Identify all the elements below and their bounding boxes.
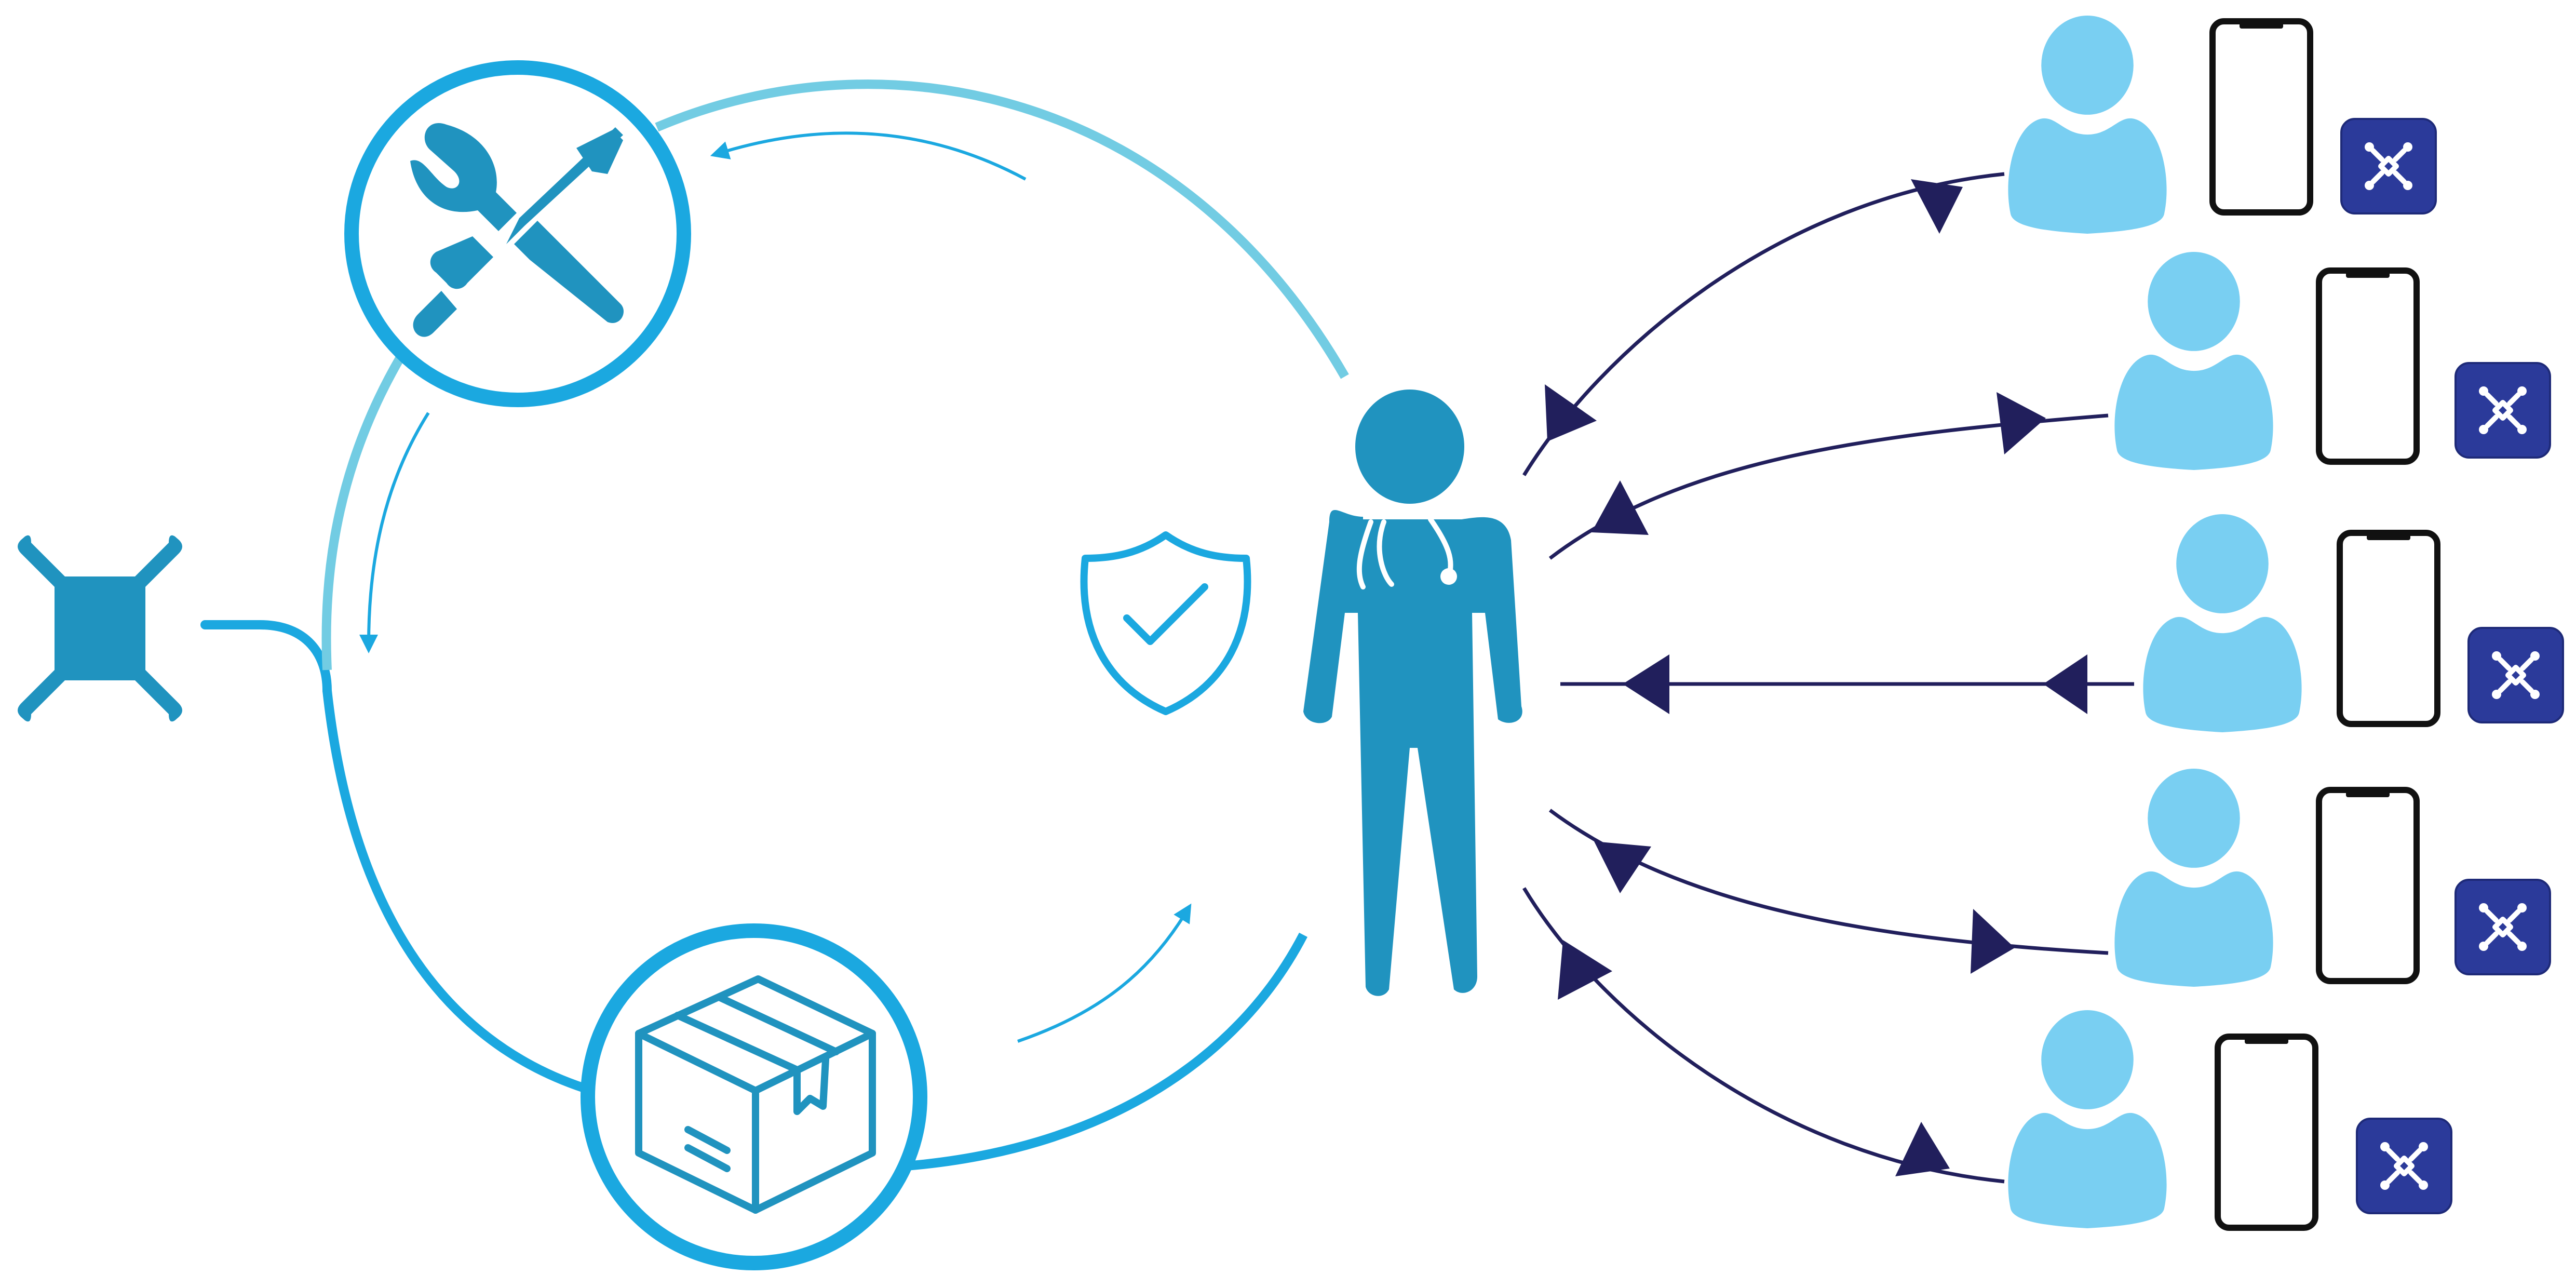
tools-node [344,60,691,407]
flow-arrow-top [710,131,1027,181]
flow-arrow-left [359,412,430,653]
cycle-arc-top [655,79,1349,379]
smartphone-icon [2319,790,2417,981]
link-arrowheads [1545,179,2087,1176]
person-icon [2143,514,2302,732]
patient-link-2 [1548,413,2109,560]
doctor-stethoscope-icon [1303,390,1522,996]
person-icon [2114,769,2273,987]
package-node [581,923,927,1270]
smartphone-icon [2218,1037,2315,1228]
patient-links [1522,172,2134,1184]
shield-check-icon [1080,531,1251,715]
patient-row-1 [2008,16,2436,234]
cross-logo-icon [18,535,182,722]
smartphone-icon [2213,21,2310,212]
person-icon [2008,1010,2167,1228]
patient-row-3 [2143,514,2563,732]
app-badge-icon [2341,119,2436,213]
app-badge-icon [2357,1119,2451,1213]
app-badge-icon [2469,628,2563,722]
smartphone-icon [2319,271,2417,462]
app-badge-icon [2456,880,2550,974]
patient-row-5 [2008,1010,2451,1228]
patient-row-4 [2114,769,2550,987]
cycle-arc-bottom [906,932,1307,1171]
logo-connector-line [200,620,332,695]
person-icon [2114,252,2273,470]
patient-link-4 [1548,809,2109,955]
flow-arrow-bottom [1017,903,1192,1043]
cycle-arc-left-upper [321,356,404,670]
patient-row-2 [2114,252,2550,470]
wrench-screwdriver-icon [410,123,624,337]
app-badge-icon [2456,363,2550,458]
delivery-box-icon [635,975,876,1214]
smartphone-icon [2340,533,2437,724]
patient-link-5 [1522,887,2005,1184]
cycle-arc-left-lower [322,690,586,1093]
person-icon [2008,16,2167,234]
